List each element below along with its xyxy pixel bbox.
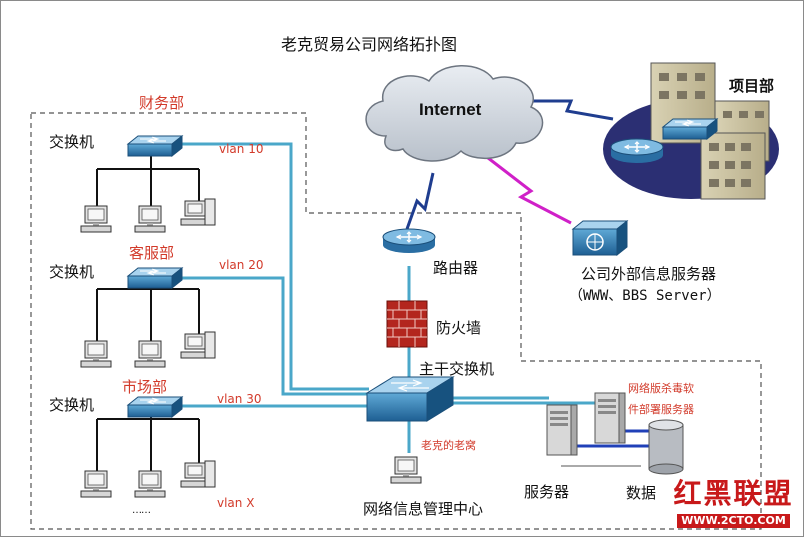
- servers-label: 服务器: [524, 483, 570, 501]
- switch-label-2: 交换机: [49, 263, 95, 281]
- more-pcs-ellipsis: ……: [132, 505, 151, 516]
- pc-icon: [180, 198, 216, 226]
- service-switch-icon: [127, 267, 183, 289]
- switch-label-1: 交换机: [49, 133, 95, 151]
- firewall-icon: [386, 300, 428, 348]
- pc-icon: [134, 340, 166, 368]
- vlan-label-30: vlan 30: [217, 392, 262, 406]
- antivirus-label-line1: 网络版杀毒软: [628, 382, 694, 395]
- diagram-title: 老克贸易公司网络拓扑图: [281, 35, 458, 54]
- internet-webserver-link: [478, 149, 572, 225]
- antivirus-server-icon: [594, 392, 626, 444]
- dept-wiring: [96, 156, 200, 471]
- pc-icon: [80, 470, 112, 498]
- vlan-label-x: vlan X: [217, 496, 255, 510]
- core-switch-icon: [365, 376, 455, 422]
- database-icon: [648, 419, 684, 475]
- pc-icon: [80, 205, 112, 233]
- core-switch-label: 主干交换机: [419, 360, 495, 378]
- finance-dept-label: 财务部: [139, 94, 185, 112]
- internet-cloud: [365, 65, 544, 162]
- vlan-label-10: vlan 10: [219, 142, 264, 156]
- pc-icon: [80, 340, 112, 368]
- antivirus-label-line2: 件部署服务器: [628, 403, 694, 416]
- watermark: 红黑联盟 WWW.2CTO.COM: [666, 479, 801, 528]
- finance-switch-icon: [127, 135, 183, 157]
- router-icon: [382, 228, 436, 254]
- laoke-nest-label: 老克的老窝: [421, 439, 476, 452]
- firewall-label: 防火墙: [436, 319, 482, 337]
- database-label: 数据: [626, 484, 657, 502]
- mgmt-center-label: 网络信息管理中心: [363, 500, 484, 518]
- pc-icon: [180, 331, 216, 359]
- external-server-icon: [571, 219, 629, 257]
- core-cables: [182, 142, 595, 453]
- market-switch-icon: [127, 396, 183, 418]
- pc-icon: [134, 470, 166, 498]
- router-label: 路由器: [433, 259, 479, 277]
- watermark-brand: 红黑联盟: [673, 477, 794, 510]
- switch-label-3: 交换机: [49, 396, 95, 414]
- router-internet-link: [405, 172, 435, 230]
- server-icon: [546, 404, 578, 456]
- pc-icon: [180, 460, 216, 488]
- internet-project-link: [529, 99, 614, 121]
- project-dept-graphic: [603, 62, 779, 200]
- watermark-site: WWW.2CTO.COM: [677, 514, 790, 528]
- pc-icon: [134, 205, 166, 233]
- internet-label: Internet: [419, 100, 482, 119]
- vlan-label-20: vlan 20: [219, 258, 264, 272]
- mgmt-pc-icon: [390, 456, 422, 484]
- market-dept-label: 市场部: [122, 378, 168, 396]
- external-server-sublabel: （WWW、BBS Server）: [569, 288, 721, 304]
- lan-boundary: [30, 112, 762, 530]
- external-server-label: 公司外部信息服务器: [581, 265, 717, 283]
- service-dept-label: 客服部: [129, 244, 175, 262]
- project-dept-label: 项目部: [729, 77, 775, 95]
